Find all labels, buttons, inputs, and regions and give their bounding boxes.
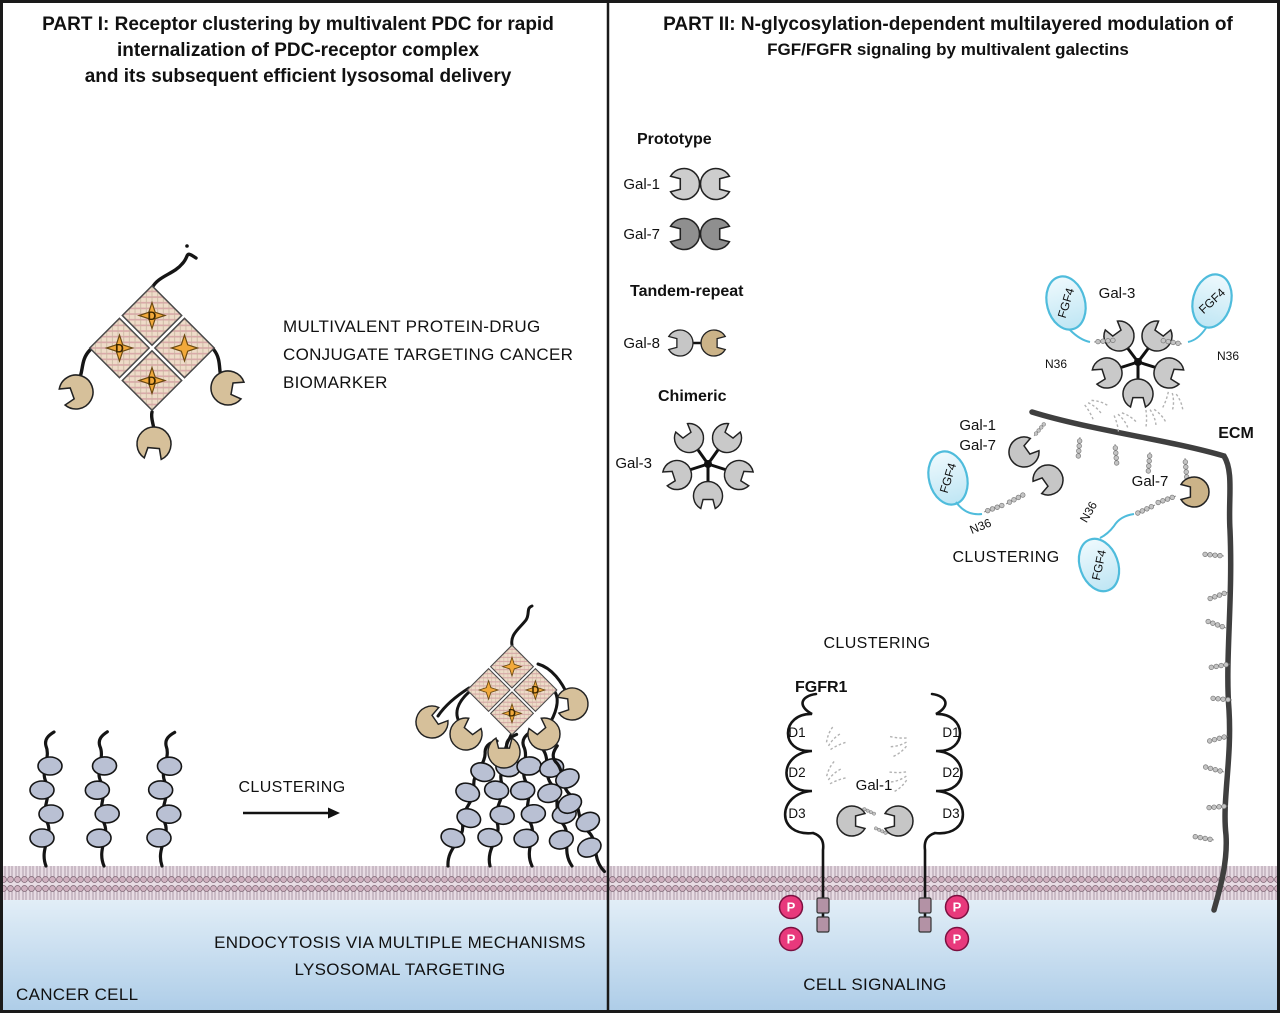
gal7-legend-label: Gal-7 bbox=[623, 226, 660, 243]
pdc-conjugate: D D D bbox=[55, 244, 247, 461]
kinase-domain bbox=[816, 897, 830, 914]
ecm-label: ECM bbox=[1218, 425, 1254, 442]
domain-d1-right: D1 bbox=[942, 725, 959, 740]
endocytosis-line1: ENDOCYTOSIS VIA MULTIPLE MECHANISMS bbox=[214, 933, 586, 952]
pdc-caption-line2: CONJUGATE TARGETING CANCER bbox=[283, 345, 573, 364]
part1-panel: PART I: Receptor clustering by multivale… bbox=[16, 14, 622, 1004]
pdc-conjugate-bound: D D bbox=[466, 644, 558, 736]
pdc-tail bbox=[436, 686, 471, 718]
legend-tandem: Tandem-repeat Gal-8 bbox=[623, 283, 744, 357]
gal8-legend-label: Gal-8 bbox=[623, 335, 660, 352]
part1-title-line2: internalization of PDC-receptor complex bbox=[117, 40, 480, 61]
fgf4-body bbox=[927, 450, 969, 506]
phospho-label: P bbox=[787, 900, 796, 915]
fgf4-body bbox=[1191, 273, 1233, 329]
fgfr1-label: FGFR1 bbox=[795, 679, 848, 696]
fgf4-body bbox=[1045, 275, 1087, 331]
clustering-upper-label: CLUSTERING bbox=[952, 549, 1059, 566]
fgf4-ligand: FGF4 bbox=[1191, 273, 1233, 329]
part1-title-line1: PART I: Receptor clustering by multivale… bbox=[42, 14, 554, 35]
n36-label: N36 bbox=[1217, 349, 1239, 363]
gal3-cluster-label: Gal-3 bbox=[1099, 285, 1136, 302]
tandem-heading: Tandem-repeat bbox=[630, 283, 744, 300]
part2-title-line2: FGF/FGFR signaling by multivalent galect… bbox=[767, 40, 1129, 59]
prototype-heading: Prototype bbox=[637, 131, 712, 148]
fgf4-ligand: FGF4 bbox=[927, 450, 969, 506]
pdc-caption: MULTIVALENT PROTEIN-DRUG CONJUGATE TARGE… bbox=[283, 317, 573, 392]
chimeric-heading: Chimeric bbox=[658, 388, 727, 405]
kinase-domain bbox=[816, 916, 830, 933]
phospho-label: P bbox=[787, 932, 796, 947]
gal1-gal7-label-line1: Gal-1 bbox=[959, 417, 996, 434]
ecm-fiber bbox=[1029, 409, 1234, 913]
phospho-label: P bbox=[953, 900, 962, 915]
plasma-membrane bbox=[2, 866, 1278, 900]
n-glycan-thread bbox=[1069, 329, 1091, 343]
n-glycan-thread bbox=[955, 501, 983, 516]
endocytosis-line2: LYSOSOMAL TARGETING bbox=[294, 960, 505, 979]
pdc-top-curl bbox=[510, 604, 534, 647]
phospho-label: P bbox=[953, 932, 962, 947]
part2-title-line1: PART II: N-glycosylation-dependent multi… bbox=[663, 14, 1233, 35]
fgf4-body bbox=[1077, 537, 1121, 593]
legend-chimeric: Chimeric Gal-3 bbox=[615, 388, 757, 510]
n-glycan-thread bbox=[1187, 327, 1207, 343]
phospho-circle bbox=[778, 894, 804, 920]
clustering-annotation: CLUSTERING bbox=[238, 779, 345, 819]
gal3-chimeric-icon bbox=[659, 418, 757, 510]
drug-letter: D bbox=[532, 685, 540, 697]
domain-d3-right: D3 bbox=[942, 806, 959, 821]
arrowhead-icon bbox=[328, 807, 340, 819]
domain-d3-left: D3 bbox=[788, 806, 805, 821]
n36-label: N36 bbox=[1045, 357, 1067, 371]
fgf4-ligand: FGF4 bbox=[1045, 275, 1087, 331]
fgf4-label: FGF4 bbox=[1089, 548, 1109, 581]
cell-interior bbox=[2, 899, 1278, 1011]
drug-letter: D bbox=[508, 708, 516, 720]
cell-signaling-label: CELL SIGNALING bbox=[803, 975, 946, 994]
phospho-circle bbox=[778, 926, 804, 952]
drug-letter: D bbox=[148, 374, 157, 388]
dot bbox=[185, 244, 189, 248]
gal1-gal7-label-line2: Gal-7 bbox=[959, 437, 996, 454]
drug-letter: D bbox=[115, 342, 124, 356]
phospho-circle bbox=[944, 894, 970, 920]
fgfr1-chain-left bbox=[784, 692, 825, 932]
phospho-group: P P P P bbox=[778, 894, 970, 952]
pdc-caption-line3: BIOMARKER bbox=[283, 373, 388, 392]
kinase-domain bbox=[918, 916, 932, 933]
domain-d2-right: D2 bbox=[942, 765, 959, 780]
pdc-caption-line1: MULTIVALENT PROTEIN-DRUG bbox=[283, 317, 541, 336]
n-glycan-thread bbox=[1099, 513, 1135, 539]
gal1-legend-label: Gal-1 bbox=[623, 176, 660, 193]
fgfr1-dimer: FGFR1 D1 D2 D3 D1 D2 D3 Gal-1 bbox=[778, 679, 970, 952]
receptor-cluster: D D bbox=[408, 604, 622, 880]
fgf4-ligand: FGF4 bbox=[1077, 537, 1121, 593]
domain-d1-left: D1 bbox=[788, 725, 805, 740]
pdc-top-tail bbox=[150, 252, 198, 290]
phospho-circle bbox=[944, 926, 970, 952]
clustering-label: CLUSTERING bbox=[238, 779, 345, 796]
drug-letter: D bbox=[148, 309, 157, 323]
part1-title-line3: and its subsequent efficient lysosomal d… bbox=[85, 66, 512, 87]
gal3-fgf4-cluster: Gal-3 FGF4 FGF4 bbox=[1045, 273, 1239, 435]
gal7-right-label: Gal-7 bbox=[1132, 473, 1169, 490]
clustering-lower-label: CLUSTERING bbox=[823, 635, 930, 652]
legend-prototype: Prototype Gal-1 Gal-7 bbox=[623, 131, 731, 251]
domain-d2-left: D2 bbox=[788, 765, 805, 780]
gal7-fgf4-cluster: Gal-7 N36 FGF4 bbox=[1077, 473, 1210, 593]
kinase-domain bbox=[918, 897, 932, 914]
cancer-cell-label: CANCER CELL bbox=[16, 985, 138, 1004]
gal1-center-label: Gal-1 bbox=[856, 777, 893, 794]
fgfr1-chain-right bbox=[923, 692, 964, 932]
gal3-legend-label: Gal-3 bbox=[615, 455, 652, 472]
